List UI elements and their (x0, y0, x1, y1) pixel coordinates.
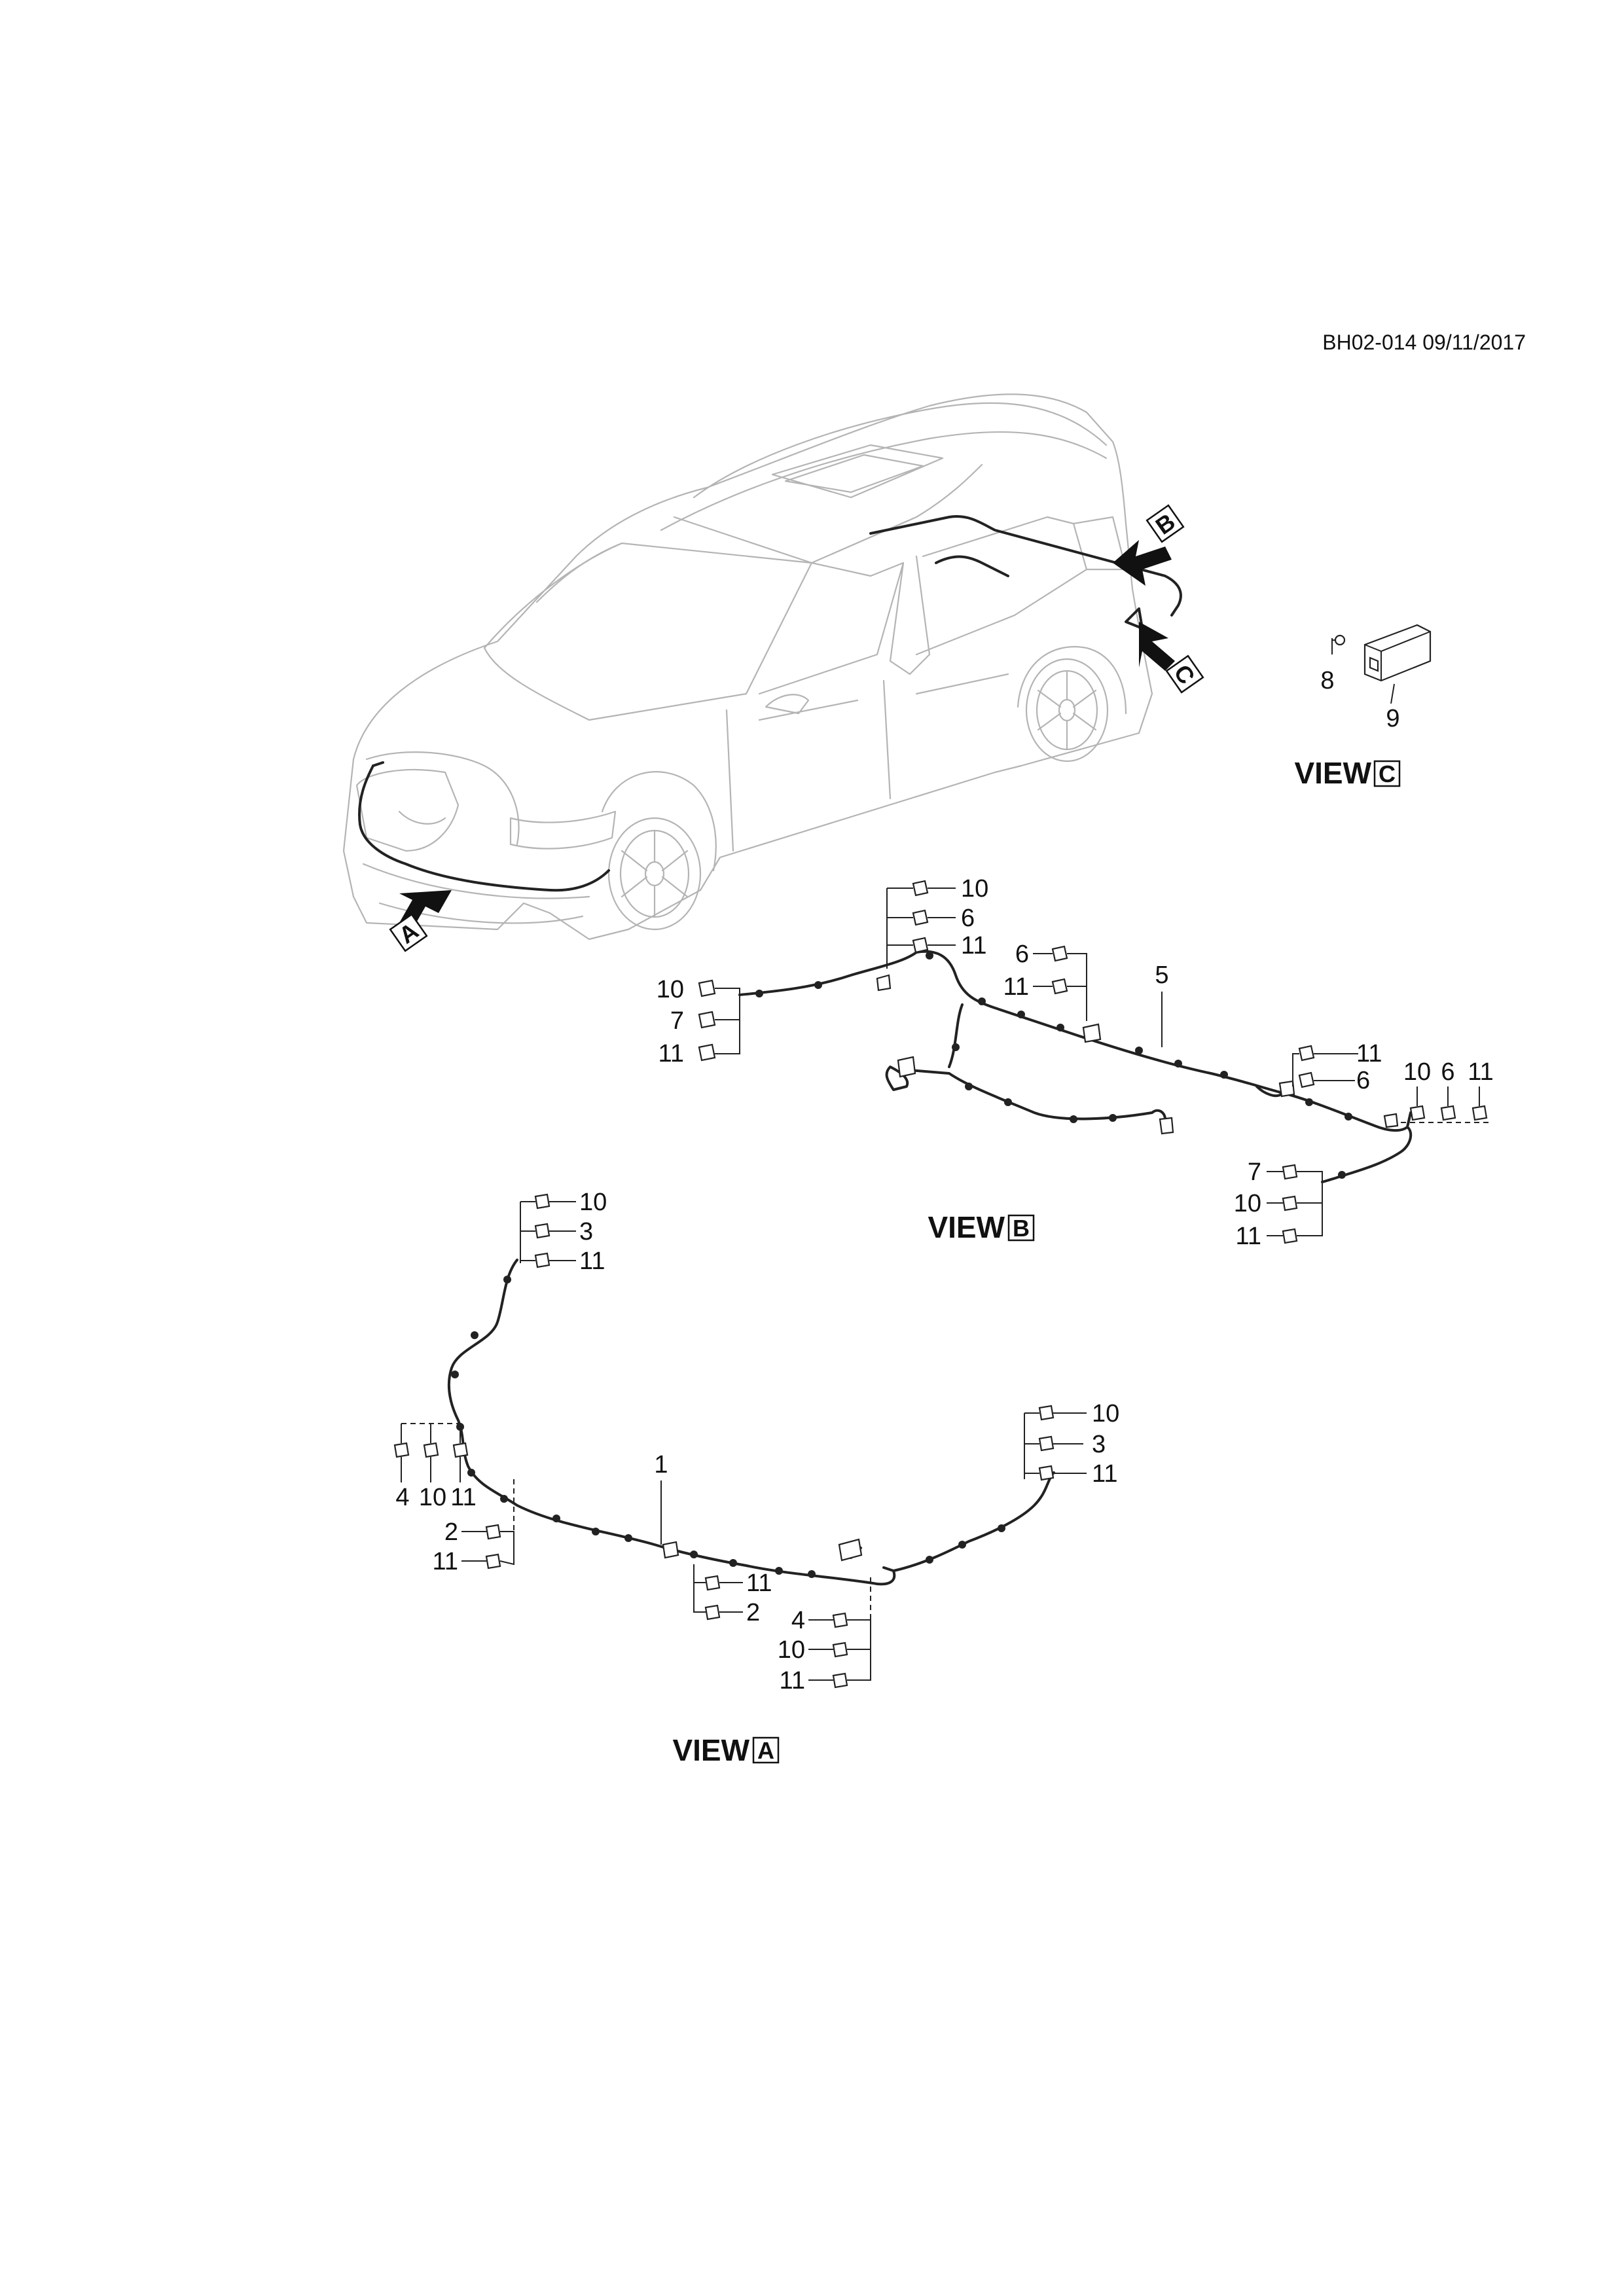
view-a-harness (447, 1259, 1055, 1586)
callout-11: 11 (450, 1484, 476, 1511)
callout-1: 1 (654, 1451, 668, 1479)
view-c-arrow: C (1139, 622, 1204, 694)
view-a-arrow: A (389, 890, 452, 952)
view-c-module: 8 9 (1320, 624, 1432, 732)
callout-11: 11 (1092, 1460, 1117, 1488)
callout-2: 2 (444, 1518, 458, 1546)
vehicle-harness-front (358, 761, 610, 892)
callout-4: 4 (791, 1607, 805, 1634)
view-b-label: VIEW B (928, 1210, 1035, 1244)
callout-11: 11 (961, 932, 986, 960)
callout-10: 10 (579, 1189, 607, 1216)
view-a-group-center-low: 11 2 (693, 1564, 772, 1626)
view-c-letter: C (1379, 761, 1396, 787)
view-b-group-mid: 6 11 (1003, 941, 1087, 1021)
view-a-label: VIEW A (672, 1733, 780, 1767)
view-b-group-top: 10 6 11 (886, 875, 988, 969)
callout-11: 11 (579, 1247, 605, 1275)
callout-6: 6 (1015, 941, 1029, 968)
view-a-group-top-left: 10 3 11 (520, 1189, 607, 1275)
callout-6: 6 (1356, 1067, 1370, 1094)
callout-6: 6 (1441, 1058, 1454, 1086)
view-a-arrow-label: A (394, 917, 424, 948)
callout-10: 10 (1234, 1190, 1261, 1217)
callout-2: 2 (746, 1599, 760, 1626)
view-c-label: VIEW C (1294, 756, 1401, 790)
view-c-arrow-label: C (1168, 660, 1200, 689)
view-a-group-right-low: 4 10 11 (778, 1577, 871, 1695)
view-a-callout-1: 1 (654, 1451, 668, 1545)
callout-3: 3 (579, 1218, 593, 1246)
callout-6: 6 (961, 905, 975, 932)
view-b-word: VIEW (928, 1210, 1005, 1244)
callout-9: 9 (1386, 705, 1399, 732)
vehicle-harness-rear (869, 515, 1182, 630)
callout-11: 11 (659, 1040, 684, 1067)
callout-11: 11 (1356, 1040, 1382, 1067)
callout-7: 7 (1248, 1158, 1261, 1186)
view-b-group-bottom: 7 10 11 (1234, 1158, 1323, 1250)
callout-8: 8 (1320, 667, 1334, 694)
callout-10: 10 (778, 1636, 805, 1664)
view-b-arrow: B (1113, 504, 1185, 586)
callout-10: 10 (1403, 1058, 1431, 1086)
view-b-arrow-label: B (1151, 508, 1180, 539)
view-b-callout-5: 5 (1155, 961, 1169, 1047)
callout-10: 10 (419, 1484, 446, 1511)
view-a-group-left-column: 4 10 11 (393, 1423, 477, 1511)
view-c-word: VIEW (1294, 756, 1371, 790)
callout-11: 11 (780, 1667, 805, 1695)
document-code: BH02-014 09/11/2017 (1322, 331, 1526, 354)
callout-5: 5 (1155, 961, 1168, 989)
callout-11: 11 (433, 1548, 458, 1575)
callout-11: 11 (1468, 1058, 1493, 1086)
view-b-group-left: 10 7 11 (657, 976, 740, 1067)
view-a-letter: A (757, 1737, 774, 1764)
callout-11: 11 (1236, 1223, 1261, 1250)
vehicle-outline (342, 393, 1153, 941)
view-a-word: VIEW (672, 1733, 749, 1767)
callout-10: 10 (1092, 1400, 1119, 1427)
callout-3: 3 (1092, 1431, 1106, 1458)
callout-7: 7 (670, 1007, 684, 1035)
callout-11: 11 (1003, 973, 1029, 1001)
view-b-group-right-column: 10 6 11 (1401, 1058, 1494, 1123)
callout-10: 10 (657, 976, 684, 1003)
callout-10: 10 (961, 875, 988, 903)
view-a-group-left-low: 2 11 (433, 1479, 514, 1575)
view-a-group-top-right: 10 3 11 (1024, 1400, 1119, 1488)
callout-4: 4 (395, 1484, 409, 1511)
callout-11: 11 (746, 1570, 772, 1597)
view-b-group-right-pair: 11 6 (1292, 1040, 1382, 1094)
view-b-letter: B (1013, 1215, 1030, 1242)
view-b-harness (738, 950, 1413, 1183)
